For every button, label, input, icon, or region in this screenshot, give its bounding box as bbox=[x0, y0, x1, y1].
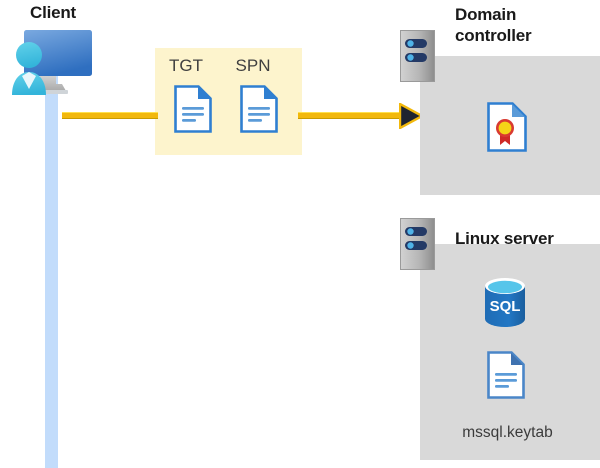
svg-text:SQL: SQL bbox=[490, 298, 521, 315]
client-lifeline bbox=[45, 68, 58, 468]
tgt-document-icon bbox=[174, 85, 212, 133]
domain-controller-label: Domain controller bbox=[455, 5, 532, 45]
linux-server-icon bbox=[400, 218, 435, 270]
connector-segment-left bbox=[62, 112, 158, 119]
linux-server-label: Linux server bbox=[455, 229, 554, 248]
sql-database-icon: SQL bbox=[483, 277, 527, 328]
domain-controller-server-icon bbox=[400, 30, 435, 82]
tgt-label: TGT bbox=[169, 56, 203, 75]
client-label: Client bbox=[30, 3, 77, 22]
spn-document-icon bbox=[240, 85, 278, 133]
keytab-document-icon bbox=[487, 351, 525, 399]
client-icon bbox=[6, 26, 92, 98]
arrow-right-icon bbox=[398, 101, 425, 131]
certificate-icon bbox=[487, 102, 527, 152]
keytab-filename-label: mssql.keytab bbox=[462, 424, 553, 441]
connector-segment-right bbox=[298, 112, 403, 119]
spn-label: SPN bbox=[235, 56, 271, 75]
